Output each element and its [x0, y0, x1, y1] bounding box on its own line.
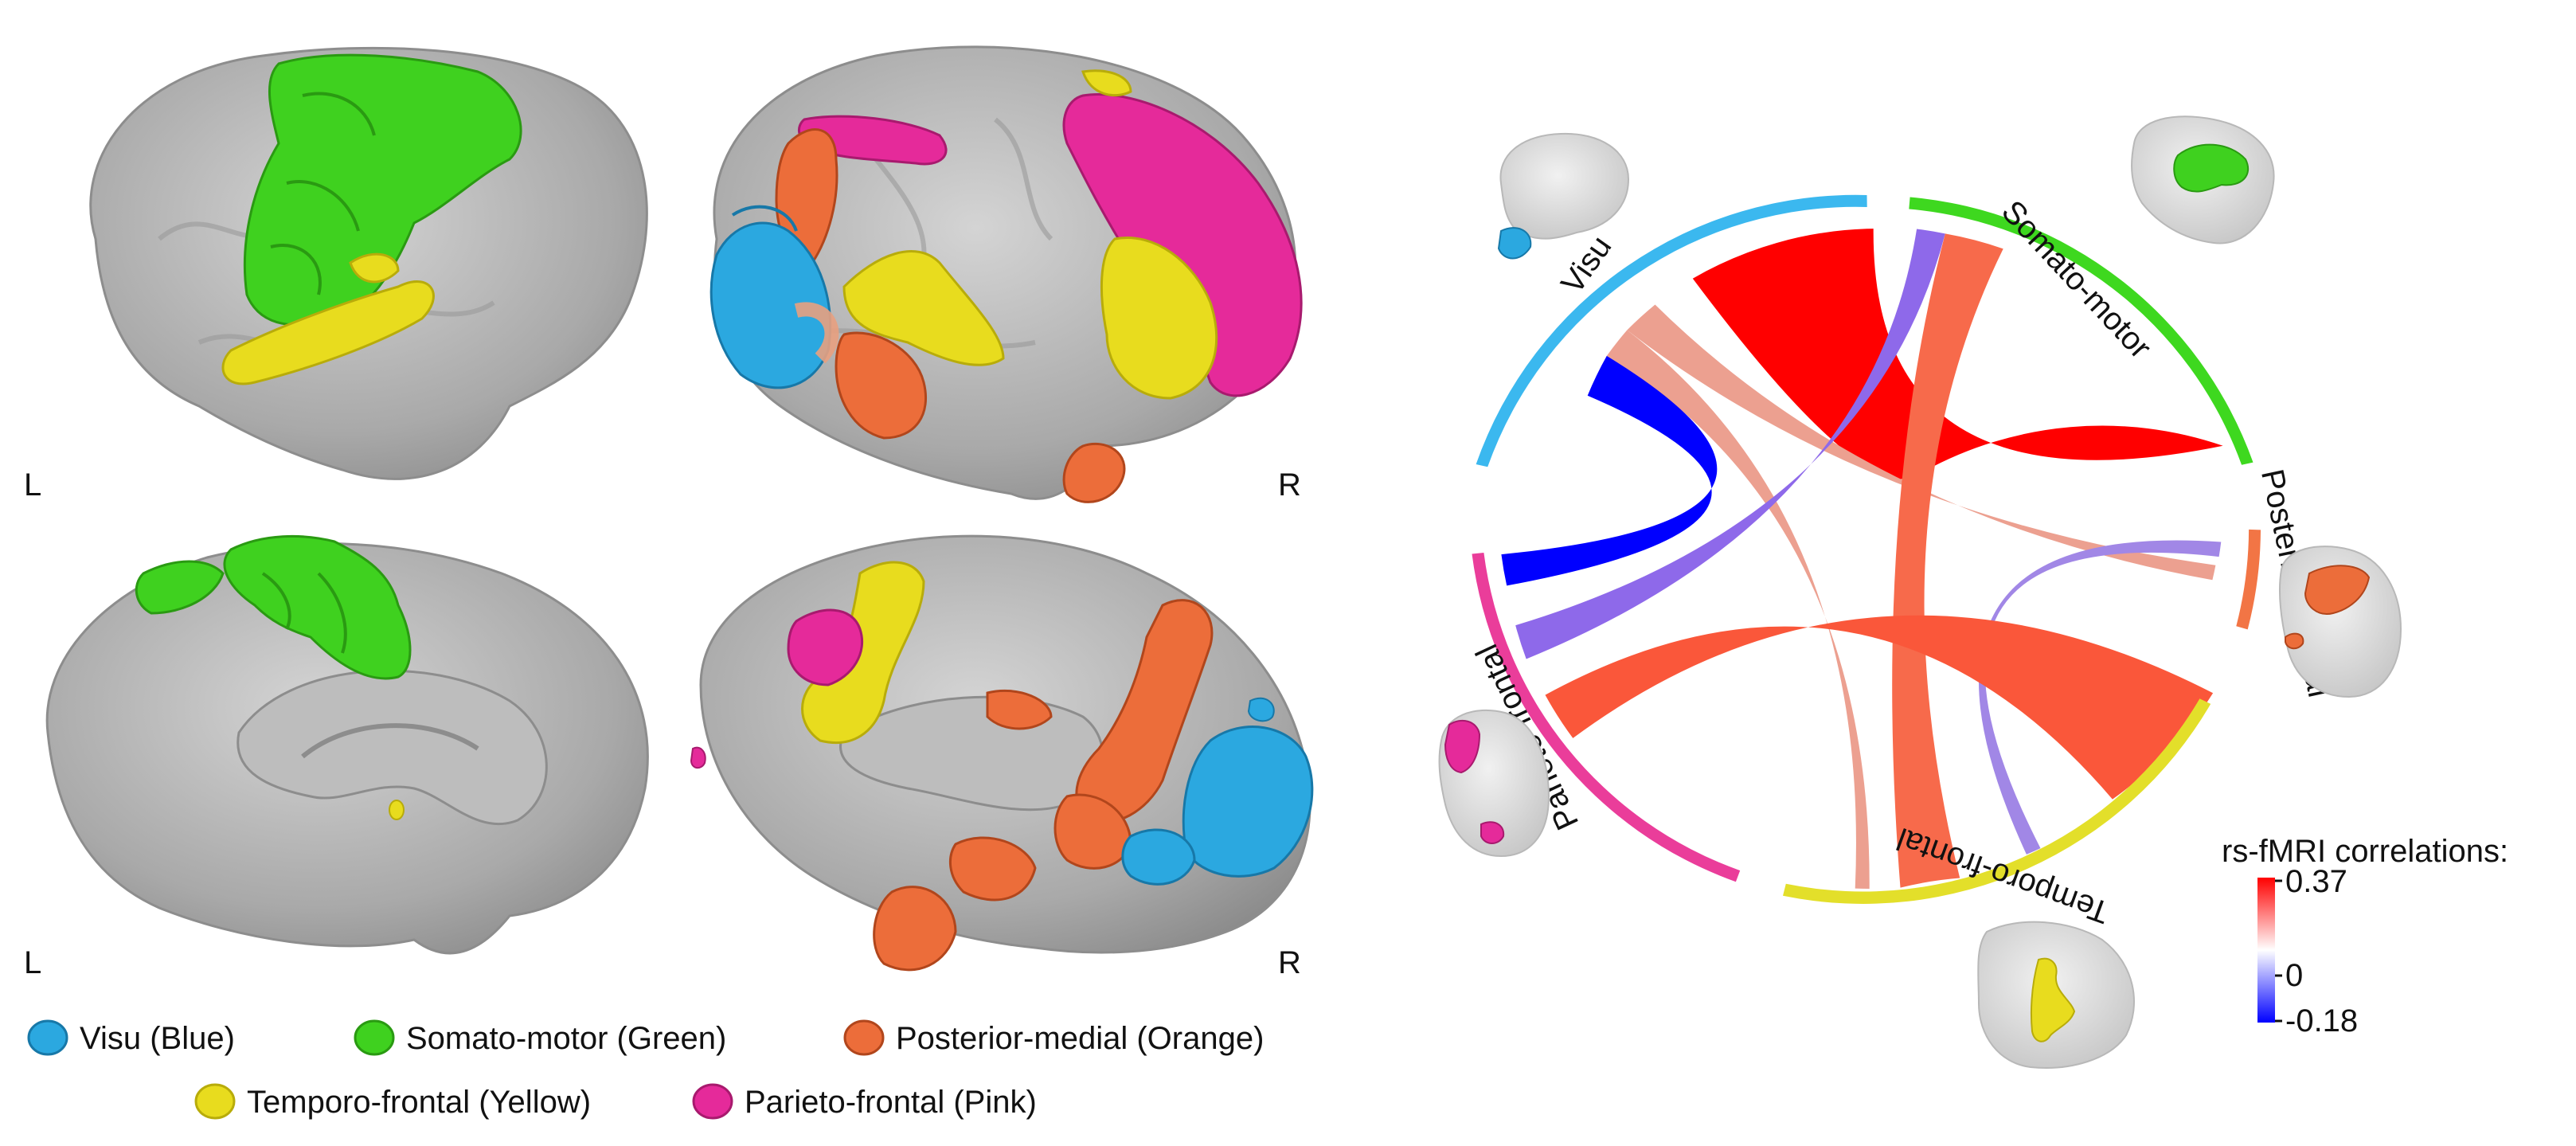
- legend-item-posterior-medial: Posterior-medial (Orange): [843, 1019, 1264, 1056]
- legend-item-temporo-frontal: Temporo-frontal (Yellow): [194, 1083, 591, 1120]
- legend-label-posterior-medial: Posterior-medial (Orange): [896, 1021, 1264, 1056]
- hemi-label-top-right: R: [1278, 467, 1301, 503]
- colorbar-title: rs-fMRI correlations:: [2222, 834, 2508, 869]
- chord-arcs: [1472, 194, 2261, 904]
- brain-bottom-right: [690, 534, 1314, 972]
- legend-item-visu: Visu (Blue): [27, 1019, 235, 1056]
- hemi-label-top-left: L: [24, 467, 41, 503]
- legend-brain-icon-orange: [843, 1019, 885, 1056]
- legend-label-somato-motor: Somato-motor (Green): [406, 1021, 726, 1056]
- brain-top-left: [89, 46, 648, 480]
- legend-brain-icon-yellow: [194, 1083, 236, 1120]
- legend-brain-icon-blue: [27, 1019, 68, 1056]
- legend-item-somato-motor: Somato-motor (Green): [354, 1019, 726, 1056]
- ribbon-visu-parfront: [1501, 355, 1718, 586]
- mini-brain-temporo-frontal: [1977, 921, 2135, 1069]
- ribbon-tempfront-parfront: [1545, 615, 2214, 800]
- legend-label-temporo-frontal: Temporo-frontal (Yellow): [247, 1085, 591, 1120]
- colorbar-mid-label: 0: [2285, 958, 2303, 993]
- mini-brain-parieto-frontal: [1438, 709, 1550, 858]
- arc-temporo-frontal: [1783, 698, 2211, 904]
- network-legend: Visu (Blue) Somato-motor (Green) Posteri…: [27, 1019, 1264, 1120]
- brain-bottom-left: [45, 534, 649, 955]
- colorbar-min-label: -0.18: [2285, 1003, 2358, 1038]
- hemi-label-bottom-right: R: [1278, 945, 1301, 980]
- legend-label-visu: Visu (Blue): [80, 1021, 235, 1056]
- brain-top-right: [709, 45, 1303, 503]
- colorbar: rs-fMRI correlations: 0.37 0 -0.18: [2222, 834, 2508, 1038]
- legend-brain-icon-green: [354, 1019, 395, 1056]
- legend-brain-icon-pink: [692, 1083, 733, 1120]
- hemi-label-bottom-left: L: [24, 945, 41, 980]
- colorbar-max-label: 0.37: [2285, 864, 2347, 899]
- colorbar-gradient: [2257, 878, 2275, 1023]
- legend-label-parieto-frontal: Parieto-frontal (Pink): [745, 1085, 1037, 1120]
- ribbon-visu-somato: [1692, 229, 2223, 479]
- ribbon-somato-parfront: [1515, 229, 1945, 659]
- legend-item-parieto-frontal: Parieto-frontal (Pink): [692, 1083, 1037, 1120]
- mini-brain-visu: [1497, 132, 1630, 260]
- ribbon-somato-tempfront: [1892, 233, 2003, 888]
- mini-brain-posterior-medial: [2278, 546, 2402, 698]
- arc-posterior-medial: [2236, 529, 2261, 630]
- mini-brain-somato-motor: [2131, 115, 2275, 244]
- chord-ribbons: [1501, 229, 2223, 889]
- arc-visu: [1476, 194, 1867, 467]
- chord-diagram: Visu Somato-motor Posterior-medial Tempo…: [1438, 115, 2402, 1069]
- arc-label-somato-motor: Somato-motor: [1995, 194, 2158, 365]
